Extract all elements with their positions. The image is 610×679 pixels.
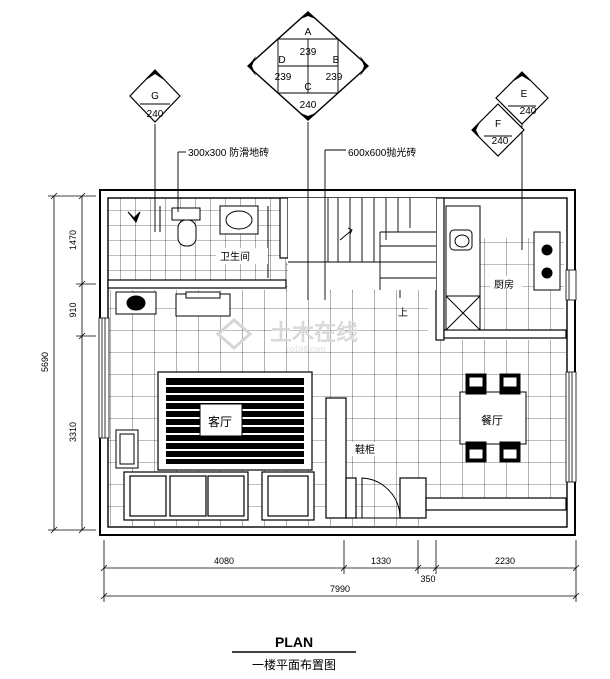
- tag-b-value: 239: [326, 72, 343, 83]
- dim-bottom-c: 2230: [495, 556, 515, 566]
- dining-label-bg: [478, 412, 510, 428]
- bathroom-fixtures: [127, 205, 269, 278]
- dim-left-total: 5690: [40, 352, 50, 372]
- room-label-bathroom: 卫生间: [220, 250, 250, 263]
- windows: [98, 269, 577, 483]
- kitchen-label-bg: [490, 276, 522, 290]
- material-note-bath: 300x300 防滑地砖: [188, 146, 269, 159]
- tag-f-letter: F: [495, 119, 501, 130]
- room-label-kitchen: 厨房: [494, 278, 514, 291]
- elevation-tag-g: [129, 69, 181, 123]
- tag-e-letter: E: [521, 89, 528, 100]
- tag-c-value: 240: [300, 100, 317, 111]
- dining-set: [459, 373, 527, 463]
- tag-d-letter: D: [278, 55, 285, 66]
- dim-bottom-total: 7990: [330, 584, 350, 594]
- bathroom-label-bg: [216, 248, 268, 264]
- tag-a-letter: A: [305, 27, 312, 38]
- shoe-label-bg: [352, 442, 382, 456]
- tag-f-value: 240: [492, 136, 509, 147]
- watermark-sub: co188.com: [286, 345, 325, 354]
- hall-furniture: [115, 291, 231, 469]
- plan-title: PLAN: [275, 634, 313, 650]
- dim-left-mid: 910: [68, 302, 78, 317]
- staircase: [288, 198, 436, 298]
- elevation-tag-abcd: [246, 11, 370, 121]
- dim-left-bottom: 3310: [68, 422, 78, 442]
- label-stair-up: 上: [398, 307, 408, 319]
- tag-c-letter: C: [304, 82, 311, 93]
- dim-bottom-b: 1330: [371, 556, 391, 566]
- living-carpet: [157, 371, 313, 471]
- leader-lines: [154, 110, 523, 300]
- bottom-dimension-lines: [100, 540, 580, 602]
- tag-d-value: 239: [275, 72, 292, 83]
- tag-a-value: 239: [300, 47, 317, 58]
- tag-g-letter: G: [151, 91, 159, 102]
- left-dimension-lines: [48, 192, 96, 534]
- tag-e-value: 240: [520, 106, 537, 117]
- front-door: [346, 477, 401, 519]
- sofa: [123, 471, 315, 521]
- dim-bottom-gap: 350: [420, 574, 435, 584]
- dim-bottom-a: 4080: [214, 556, 234, 566]
- room-label-dining: 餐厅: [481, 413, 503, 427]
- tag-b-letter: B: [333, 55, 340, 66]
- elevation-tag-ef: [471, 71, 549, 157]
- room-label-living: 客厅: [208, 414, 232, 429]
- watermark-text: 土木在线: [270, 320, 358, 345]
- tag-g-value: 240: [147, 109, 164, 120]
- kitchen-fixtures: [445, 205, 561, 331]
- watermark-logo: [215, 318, 253, 350]
- plan-subtitle: 一楼平面布置图: [252, 657, 336, 672]
- label-shoe-cabinet: 鞋柜: [355, 443, 375, 456]
- material-note-main: 600x600抛光砖: [348, 146, 416, 159]
- dim-left-top: 1470: [68, 230, 78, 250]
